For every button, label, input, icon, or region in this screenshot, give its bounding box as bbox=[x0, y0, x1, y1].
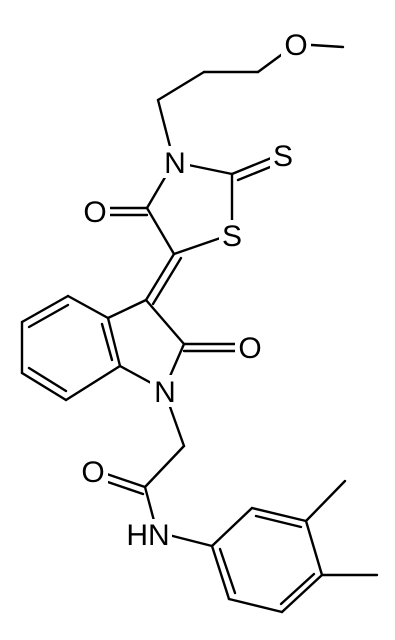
bond-exocyclic-b bbox=[151, 256, 183, 306]
bond-c3-c3a bbox=[106, 298, 148, 320]
bond-ch2-ch2-2 bbox=[156, 70, 206, 102]
bond-ar6-ar1-inner bbox=[218, 547, 237, 595]
bond-ar2-ar3-inner bbox=[254, 514, 303, 529]
bond-ar4-ar5 bbox=[280, 573, 324, 614]
bond-ar3-methyl bbox=[304, 479, 347, 523]
bond-c6-c7 bbox=[20, 371, 68, 402]
bond-c4-c5 bbox=[20, 294, 70, 324]
bond-c3-c2 bbox=[144, 298, 186, 346]
atom-labels: O N S O S O N O HN bbox=[78, 29, 311, 552]
bond-ar5-ar6 bbox=[227, 597, 284, 614]
atom-s-thione: S bbox=[273, 140, 293, 173]
atom-o-indolinone: O bbox=[238, 332, 261, 365]
bond-c4-c5-inner bbox=[27, 303, 70, 329]
bonds bbox=[20, 42, 379, 614]
atom-s-ring: S bbox=[222, 220, 242, 253]
atom-n-indole: N bbox=[154, 376, 176, 409]
bond-ar2-ar3 bbox=[250, 506, 308, 523]
bond-c-s-thione-a bbox=[230, 154, 278, 176]
atom-nh-amide: HN bbox=[126, 519, 169, 552]
bond-c5-c4 bbox=[145, 206, 176, 256]
bond-c3a-c4 bbox=[66, 294, 110, 320]
bond-c7a-c3a-inner bbox=[100, 322, 114, 362]
atom-o-ether: O bbox=[284, 29, 307, 62]
bond-exocyclic-a bbox=[144, 252, 176, 302]
bond-c7a-c3a bbox=[106, 316, 122, 368]
bond-ar4-ar5-inner bbox=[279, 572, 316, 606]
atom-o-amide: O bbox=[81, 456, 104, 489]
bond-c7-c7a bbox=[64, 364, 122, 402]
bond-ar3-ar4 bbox=[304, 519, 324, 577]
bond-ar6-ar1 bbox=[210, 544, 231, 601]
atom-n-rhodanine: N bbox=[164, 147, 186, 180]
bond-ar1-ar2 bbox=[210, 506, 254, 548]
atom-o-rhodanine: O bbox=[83, 196, 106, 229]
bond-ch2-co bbox=[143, 444, 186, 489]
bond-c6-c7-inner bbox=[27, 366, 68, 393]
